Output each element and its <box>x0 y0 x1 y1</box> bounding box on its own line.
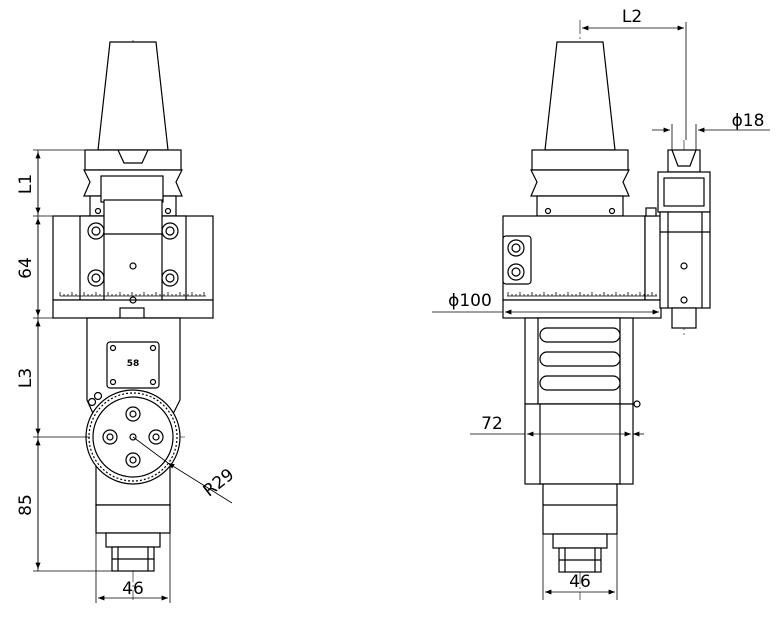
left-collet-nut <box>105 532 161 572</box>
dim-85: 85 <box>16 494 36 516</box>
right-collet-nut <box>552 533 608 573</box>
left-view: L1 64 L3 85 46 R29 58 <box>16 40 238 603</box>
right-lower-housing <box>524 317 641 535</box>
right-body-block <box>502 207 666 319</box>
dim-r29: R29 <box>200 465 239 501</box>
right-view: L2 ϕ18 ϕ100 72 46 <box>432 7 770 600</box>
left-taper-shank <box>83 41 183 217</box>
left-graduation-scale <box>59 292 206 297</box>
dim-72: 72 <box>481 414 503 434</box>
dim-64: 64 <box>16 257 36 279</box>
dim-l3: L3 <box>16 368 36 388</box>
dim-l2: L2 <box>622 7 642 27</box>
right-dimensions <box>432 22 770 600</box>
left-body-bolts <box>87 207 179 304</box>
left-dimensions <box>33 149 233 603</box>
right-side-spindle <box>657 149 711 329</box>
plate-label-58: 58 <box>127 359 140 369</box>
dim-46-left: 46 <box>122 579 144 599</box>
right-taper-shank <box>530 41 630 217</box>
dim-d100: ϕ100 <box>448 291 492 311</box>
dim-d18: ϕ18 <box>732 111 765 131</box>
dim-l1: L1 <box>16 174 36 194</box>
dim-46-right: 46 <box>569 572 591 592</box>
